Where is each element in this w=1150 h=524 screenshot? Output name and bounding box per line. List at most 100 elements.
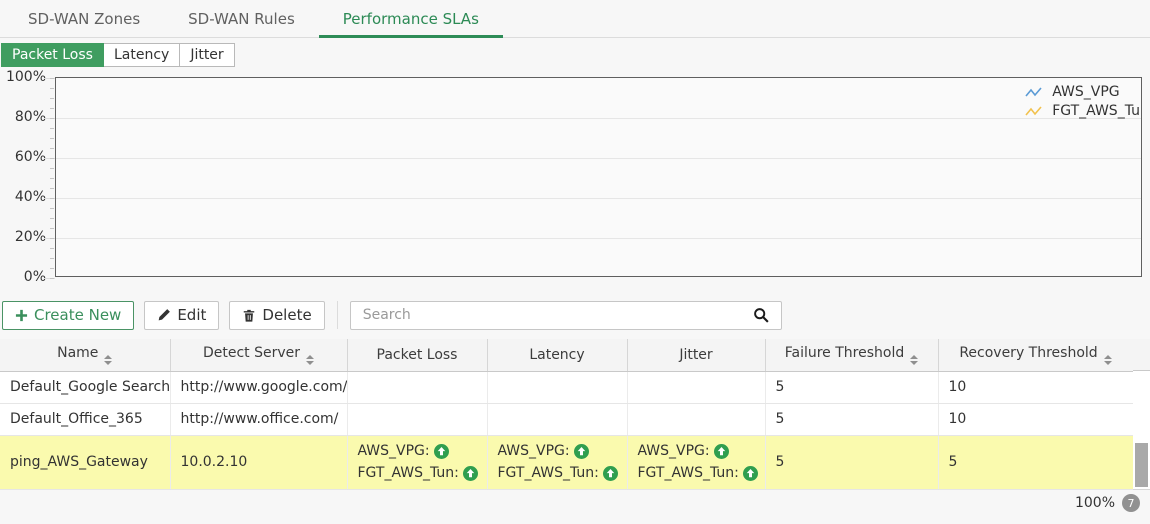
column-header-recovery-threshold[interactable]: Recovery Threshold: [938, 339, 1134, 372]
status-up-icon: [602, 465, 618, 481]
column-label: Detect Server: [202, 344, 301, 361]
table-row-default-google-search[interactable]: Default_Google Search http://www.google.…: [0, 371, 1134, 404]
column-header-packet-loss[interactable]: Packet Loss: [347, 339, 488, 372]
cell-latency: AWS_VPG: FGT_AWS_Tun:: [487, 435, 628, 490]
cell-detect-server: 10.0.2.10: [170, 435, 348, 490]
member-label: FGT_AWS_Tun:: [357, 465, 459, 481]
tab-sdwan-rules[interactable]: SD-WAN Rules: [188, 9, 295, 28]
cell-failure-threshold: 5: [765, 371, 939, 404]
chart-legend: AWS_VPG FGT_AWS_Tu: [1025, 84, 1140, 119]
column-header-name[interactable]: Name: [0, 339, 171, 372]
delete-label: Delete: [262, 306, 312, 324]
table-scrollbar: [1133, 339, 1150, 490]
sort-icon: [306, 354, 315, 365]
search-button[interactable]: [747, 302, 777, 329]
table-row-ping-aws-gateway[interactable]: ping_AWS_Gateway 10.0.2.10 AWS_VPG: FGT_…: [0, 435, 1134, 490]
pencil-icon: [158, 309, 171, 321]
line-series-icon: [1025, 106, 1042, 116]
column-label: Failure Threshold: [784, 344, 905, 361]
column-label: Recovery Threshold: [959, 344, 1098, 361]
cell-name: ping_AWS_Gateway: [0, 435, 171, 490]
member-label: FGT_AWS_Tun:: [497, 465, 599, 481]
y-axis-label: 60%: [14, 149, 46, 165]
status-up-icon: [433, 443, 449, 459]
cell-jitter: [627, 371, 766, 404]
tab-sdwan-zones[interactable]: SD-WAN Zones: [28, 9, 141, 28]
status-up-icon: [573, 443, 589, 459]
member-label: AWS_VPG:: [497, 443, 570, 459]
sla-table: Name Detect Server Packet Loss Latency J…: [0, 339, 1134, 490]
notification-badge[interactable]: 7: [1122, 494, 1140, 512]
status-up-icon: [713, 443, 729, 459]
member-label: AWS_VPG:: [357, 443, 430, 459]
cell-latency: [487, 403, 628, 436]
status-up-icon: [742, 465, 758, 481]
y-axis-label: 20%: [14, 229, 46, 245]
cell-failure-threshold: 5: [765, 435, 939, 490]
cell-recovery-threshold: 10: [938, 403, 1134, 436]
status-up-icon: [462, 465, 478, 481]
sort-icon: [910, 354, 919, 365]
column-label: Packet Loss: [376, 346, 458, 363]
legend-label: AWS_VPG: [1052, 84, 1120, 100]
table-header-row: Name Detect Server Packet Loss Latency J…: [0, 339, 1134, 372]
cell-recovery-threshold: 5: [938, 435, 1134, 490]
legend-label: FGT_AWS_Tu: [1052, 103, 1140, 119]
subtab-latency[interactable]: Latency: [102, 43, 181, 67]
create-new-label: Create New: [34, 306, 122, 324]
search-box: [349, 300, 782, 330]
y-axis-label: 100%: [5, 69, 46, 85]
gridline: [56, 158, 1141, 159]
sort-icon: [104, 354, 113, 365]
packet-loss-chart: 100% 80% 60% 40% 20% 0% AWS_VPG: [0, 69, 1150, 287]
edit-button[interactable]: Edit: [144, 300, 220, 330]
search-input[interactable]: [362, 307, 747, 323]
cell-jitter: AWS_VPG: FGT_AWS_Tun:: [627, 435, 766, 490]
cell-packet-loss: AWS_VPG: FGT_AWS_Tun:: [347, 435, 488, 490]
member-label: AWS_VPG:: [637, 443, 710, 459]
cell-name: Default_Office_365: [0, 403, 171, 436]
tab-performance-slas[interactable]: Performance SLAs: [318, 0, 504, 38]
legend-item-fgt-aws-tu[interactable]: FGT_AWS_Tu: [1025, 103, 1140, 119]
y-axis-minor-ticks: [50, 78, 54, 280]
column-header-latency[interactable]: Latency: [487, 339, 628, 372]
search-icon: [754, 307, 769, 323]
cell-latency: [487, 371, 628, 404]
table-row-default-office-365[interactable]: Default_Office_365 http://www.office.com…: [0, 403, 1134, 436]
column-header-failure-threshold[interactable]: Failure Threshold: [765, 339, 939, 372]
y-axis-major-ticks: [44, 78, 55, 280]
column-header-jitter[interactable]: Jitter: [627, 339, 766, 372]
trash-icon: [244, 309, 255, 322]
edit-label: Edit: [177, 306, 207, 324]
subtab-packet-loss[interactable]: Packet Loss: [1, 43, 104, 67]
column-header-detect-server[interactable]: Detect Server: [170, 339, 348, 372]
line-series-icon: [1025, 87, 1042, 97]
y-axis-label: 40%: [14, 189, 46, 205]
cell-detect-server: http://www.office.com/: [170, 403, 348, 436]
cell-failure-threshold: 5: [765, 403, 939, 436]
zoom-level: 100%: [1074, 495, 1115, 511]
column-label: Name: [57, 344, 99, 361]
cell-packet-loss: [347, 371, 488, 404]
column-label: Latency: [529, 346, 585, 363]
table-toolbar: Create New Edit Delete: [2, 300, 782, 330]
y-axis-label: 80%: [14, 109, 46, 125]
cell-jitter: [627, 403, 766, 436]
y-axis-label: 0%: [23, 269, 46, 285]
scrollbar-thumb[interactable]: [1135, 443, 1148, 487]
plus-icon: [15, 309, 28, 321]
gridline: [56, 198, 1141, 199]
chart-plot-area: AWS_VPG FGT_AWS_Tu: [55, 77, 1142, 277]
status-bar: 100% 7: [1075, 494, 1140, 512]
delete-button[interactable]: Delete: [229, 300, 325, 330]
create-new-button[interactable]: Create New: [2, 300, 135, 330]
cell-detect-server: http://www.google.com/: [170, 371, 348, 404]
column-label: Jitter: [679, 346, 713, 363]
cell-name: Default_Google Search: [0, 371, 171, 404]
cell-recovery-threshold: 10: [938, 371, 1134, 404]
toolbar-divider: [336, 301, 338, 329]
legend-item-aws-vpg[interactable]: AWS_VPG: [1025, 84, 1140, 100]
subtab-jitter[interactable]: Jitter: [179, 43, 235, 67]
sort-icon: [1103, 354, 1112, 365]
